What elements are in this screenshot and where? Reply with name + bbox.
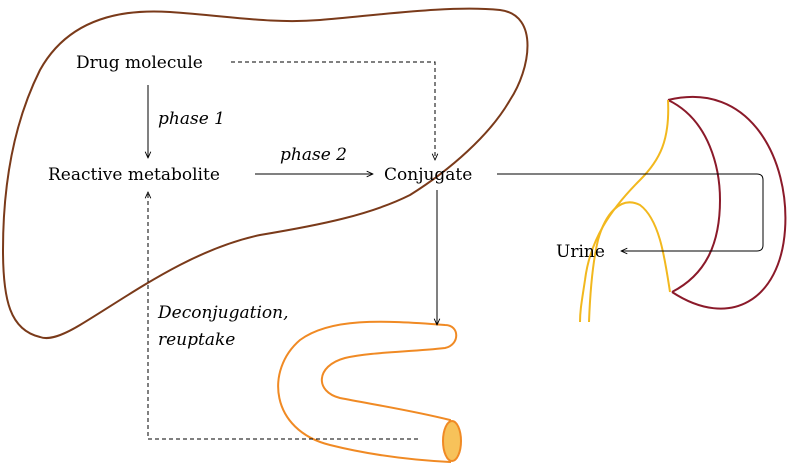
ureter xyxy=(579,99,671,323)
node-drug-molecule: Drug molecule xyxy=(76,53,203,73)
intestine-opening xyxy=(442,420,462,462)
node-reactive-metabolite: Reactive metabolite xyxy=(48,165,220,185)
liver-outline xyxy=(1,7,529,340)
node-conjugate: Conjugate xyxy=(384,165,472,185)
edge-label-phase1: phase 1 xyxy=(158,109,225,129)
arrow-deconjugation-reuptake xyxy=(148,192,418,440)
node-urine: Urine xyxy=(556,242,605,262)
intestine xyxy=(277,320,462,464)
arrow-drug-to-conjugate xyxy=(231,61,435,160)
kidney xyxy=(667,95,787,310)
edge-label-phase2: phase 2 xyxy=(280,145,347,165)
edge-label-reuptake: reuptake xyxy=(158,330,235,350)
edge-label-deconjugation: Deconjugation, xyxy=(157,303,289,323)
arrow-conjugate-to-urine xyxy=(497,173,764,251)
